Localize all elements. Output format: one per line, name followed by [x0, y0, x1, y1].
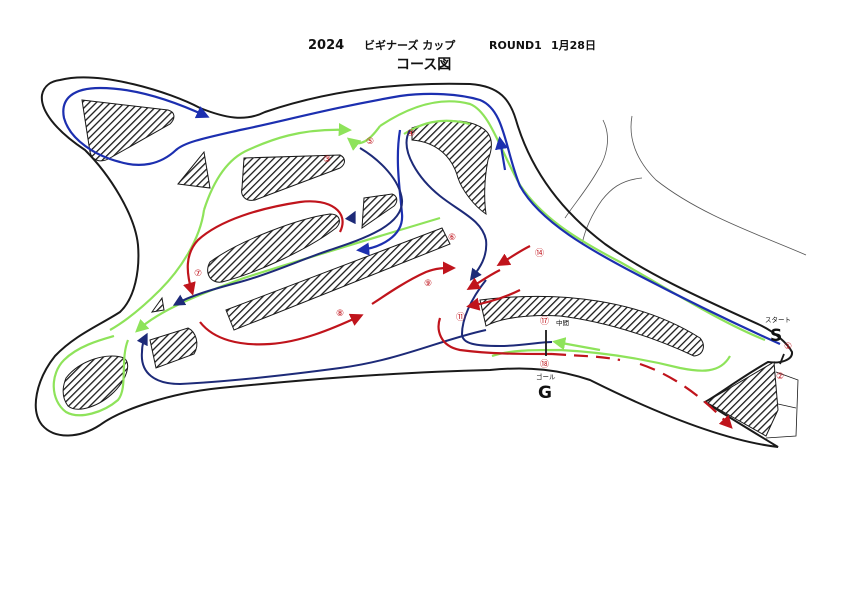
route-red — [183, 200, 733, 429]
goal-kana-label: ゴール — [536, 372, 556, 381]
checkpoint-7: ⑦ — [194, 269, 202, 279]
checkpoint-5: ⑤ — [366, 137, 374, 147]
header-event: ビギナーズ カップ — [364, 38, 456, 52]
obstacle-start-block — [705, 361, 779, 437]
checkpoint-9: ⑨ — [424, 279, 432, 289]
header-year: 2024 — [308, 38, 344, 53]
start-letter: S — [770, 326, 782, 346]
start-line — [779, 353, 785, 365]
page-subtitle: コース図 — [396, 57, 451, 73]
checkpoint-3: ③ — [323, 155, 331, 165]
obstacles — [62, 99, 779, 437]
checkpoint-2: ② — [776, 372, 784, 382]
obstacle-small-tri — [150, 296, 165, 313]
obstacle-long-diagonal — [225, 227, 451, 331]
course-boundary — [34, 76, 793, 448]
checkpoint-1: ① — [784, 342, 792, 352]
obstacle-center-island — [207, 213, 340, 283]
checkpoint-4: ④ — [407, 129, 415, 139]
obstacle-left-lower — [149, 327, 198, 369]
obstacle-3 — [241, 154, 345, 201]
header-round: ROUND1 — [489, 39, 542, 52]
start-kana-label: スタート — [765, 315, 791, 324]
checkpoint-11: ⑪ — [456, 312, 465, 323]
checkpoint-18: ⑱ — [540, 359, 549, 370]
header-date: 1月28日 — [551, 39, 596, 52]
checkpoint-14: ⑭ — [535, 248, 544, 259]
checkpoint-6: ⑥ — [448, 233, 456, 243]
checkpoint-labels: ① ② ③ ④ ⑤ ⑥ ⑦ ⑧ ⑨ ⑪ ⑭ ⑰ ⑱ — [194, 129, 792, 382]
obstacle-4 — [411, 120, 492, 216]
obstacle-long-arc — [479, 295, 704, 357]
start-block-detail — [765, 371, 799, 439]
checkpoint-8: ⑧ — [336, 309, 344, 319]
checkpoint-17: ⑰ — [540, 316, 549, 327]
line-markers — [545, 330, 785, 365]
obstacle-bottom-left — [62, 355, 129, 410]
midpoint-label: 中間 — [556, 318, 569, 327]
goal-letter: G — [538, 383, 552, 403]
route-blue — [62, 86, 781, 346]
obstacle-small-center — [361, 193, 398, 229]
obstacle-top-left — [81, 99, 175, 162]
road-lines — [564, 115, 807, 256]
obstacle-small-left — [177, 150, 211, 189]
